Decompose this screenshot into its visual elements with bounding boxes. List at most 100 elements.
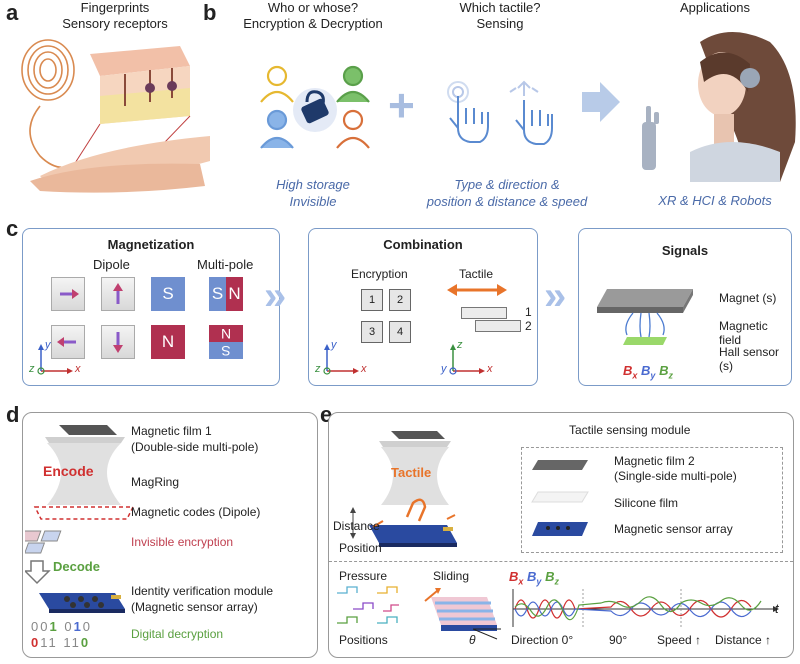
lock-icon <box>301 90 329 124</box>
encode-decode-illustration <box>25 425 135 613</box>
tactile-label: Tactile <box>391 465 432 480</box>
layer-stack-illustration <box>531 460 589 536</box>
fingerprint-icon <box>21 39 81 169</box>
tap-hand-icon <box>447 81 489 143</box>
multipole-label: Multi-pole <box>197 257 254 272</box>
pressure-label: Pressure <box>339 569 388 583</box>
decode-label: Decode <box>53 559 100 574</box>
pressure-signals-icon <box>337 586 399 624</box>
panel-a-label: a <box>6 0 19 25</box>
code-cell: 2 <box>389 289 411 311</box>
positions-label: Positions <box>339 633 388 647</box>
tactile-sensor-illustration <box>350 431 457 547</box>
axis-x-label: x <box>361 363 367 375</box>
arrow-right-icon <box>60 289 79 299</box>
axis-y-label: y <box>331 339 337 351</box>
big-arrow-icon <box>582 82 620 122</box>
finger-press-icon <box>405 498 427 522</box>
divider <box>329 561 793 562</box>
ninety-label: 90° <box>609 633 628 647</box>
axis-z-label: z <box>29 363 35 375</box>
applications-title: Applications <box>679 0 751 15</box>
sensor-board-icon <box>369 525 457 543</box>
sensor-array-label: Magnetic sensor array <box>614 522 733 536</box>
code-cell: 1 <box>361 289 383 311</box>
digital-decryption-label: Digital decryption <box>131 627 224 641</box>
dipole-right-cell <box>51 277 85 311</box>
panel-a-title: Fingerprints Sensory receptors <box>62 0 168 31</box>
invisible-encryption-label: Invisible encryption <box>131 535 234 549</box>
signals-box: Signals Magnet (s) Magnetic field Hall s… <box>578 228 792 386</box>
b-components: Bx By Bz <box>509 569 559 587</box>
combination-box: Combination Encryption Tactile 1 2 3 4 1… <box>308 228 538 386</box>
encode-decode-box: Encode Decode Magnetic film 1 (Double-si… <box>22 412 318 658</box>
swipe-hand-icon <box>509 80 553 145</box>
panel-b-label: b <box>203 0 217 25</box>
chevron-right-icon: » <box>544 274 567 318</box>
applications-caption: XR & HCI & Robots <box>658 193 772 208</box>
magnet-label: Magnet (s) <box>719 291 777 305</box>
touch-hands-illustration <box>447 80 553 145</box>
direction-label: Direction 0° <box>511 633 574 647</box>
distance-up-label: Distance ↑ <box>715 633 772 647</box>
axis-y-label: y <box>441 363 447 375</box>
magring-label: MagRing <box>131 475 180 489</box>
dipole-label: Dipole <box>93 257 130 272</box>
code-cell: 3 <box>361 321 383 343</box>
tactile-strip-1 <box>461 307 507 319</box>
hall-sensor-icon <box>623 337 667 345</box>
down-arrow-icon <box>25 560 51 585</box>
axis-icon <box>37 344 73 375</box>
tactile-box: Tactile sensing module Tactile Distance … <box>328 412 794 658</box>
robot-hand-icon <box>642 106 659 170</box>
axis-icon <box>323 344 359 375</box>
axis-x-label: x <box>75 363 81 375</box>
bits-row-1: 001 010 <box>31 619 93 634</box>
encode-label: Encode <box>43 463 94 479</box>
arrow-down-icon <box>113 332 123 353</box>
hands-icon <box>30 136 210 193</box>
position-label: Position <box>339 541 382 555</box>
encryption-caption: High storage Invisible <box>276 177 350 209</box>
sliding-illustration <box>424 588 501 640</box>
encryption-label: Encryption <box>351 267 408 281</box>
axis-icon-2 <box>449 344 485 375</box>
magnetic-film-2-label: Magnetic film 2 (Single-side multi-pole) <box>614 454 737 483</box>
theta-label: θ <box>469 633 476 647</box>
skin-layers-icon <box>90 46 190 124</box>
axis-z-label: z <box>315 363 321 375</box>
module-inset: Magnetic film 2 (Single-side multi-pole)… <box>521 447 783 553</box>
b-components: Bx By Bz <box>623 363 673 381</box>
arrow-up-icon <box>113 283 123 304</box>
people-lock-illustration <box>260 65 370 149</box>
dipole-down-cell <box>101 325 135 359</box>
fingerprint-hand-illustration <box>21 39 210 193</box>
sensing-column-title: Which tactile? Sensing <box>459 0 541 31</box>
plus-icon: + <box>388 79 415 131</box>
sliding-label: Sliding <box>433 569 470 583</box>
magnetic-field-label: Magnetic field <box>719 319 768 347</box>
south-pole-cell: S <box>151 277 185 311</box>
chevron-right-icon: » <box>264 274 287 318</box>
panel-d-label: d <box>6 402 20 427</box>
code-tiles-icon <box>25 530 62 554</box>
magnetic-field-icon <box>625 312 665 338</box>
dipole-up-cell <box>101 277 135 311</box>
multipole-horizontal-cell: S N <box>209 277 243 311</box>
magnetization-box: Magnetization Dipole Multi-pole S S N N … <box>22 228 280 386</box>
magnet-sensor-illustration <box>597 289 693 345</box>
double-arrow-icon <box>447 284 507 296</box>
bits-row-2: 011 110 <box>31 635 91 650</box>
identity-module-label: Identity verification module (Magnetic s… <box>131 584 274 614</box>
axis-x-label: x <box>487 363 493 375</box>
tactile-label: Tactile <box>459 267 494 281</box>
magnetic-film-1-label: Magnetic film 1 (Double-side multi-pole) <box>131 424 259 454</box>
combination-title: Combination <box>383 237 463 252</box>
tactile-strip-2 <box>475 320 521 332</box>
sensing-caption: Type & direction & position & distance &… <box>426 177 588 209</box>
code-cell: 4 <box>389 321 411 343</box>
signals-title: Signals <box>661 243 709 258</box>
multipole-vertical-cell: N S <box>209 325 243 359</box>
magnetization-title: Magnetization <box>107 237 195 252</box>
north-pole-cell: N <box>151 325 185 359</box>
